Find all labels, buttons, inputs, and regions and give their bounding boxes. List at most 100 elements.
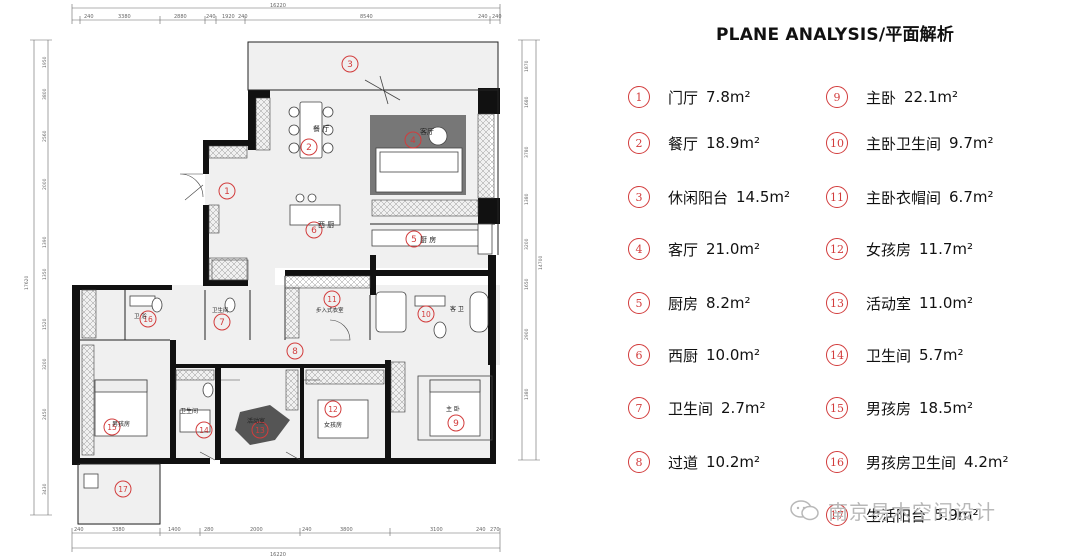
room-area: 5.9m² [934, 506, 979, 524]
room-area: 18.9m² [706, 134, 761, 152]
watermark-text: 南京易木空间设计 [828, 500, 996, 524]
plan-label-bath: 卫生间 [212, 306, 229, 314]
dim-bottom-seg: 1400 [168, 527, 181, 533]
room-name: 过道 [668, 453, 699, 472]
plan-label-boy: 男孩房 [112, 420, 130, 428]
room-area: 9.7m² [949, 134, 994, 152]
room-entry: 17 生活阳台 5.9m² [826, 500, 979, 530]
plan-label-activity: 活动室 [247, 417, 265, 425]
furniture [83, 75, 493, 489]
marker-10: 10 [421, 310, 431, 319]
room-area: 11.0m² [919, 294, 974, 312]
dim-bottom-seg: 280 [204, 527, 214, 533]
dim-left-seg: 3430 [42, 483, 48, 495]
dim-right-seg: 1650 [524, 278, 530, 290]
dim-left-total: 17620 [24, 276, 30, 290]
marker-2: 2 [306, 143, 312, 153]
room-number: 14 [826, 344, 848, 366]
marker-14: 14 [199, 426, 209, 435]
room-area: 10.0m² [706, 346, 761, 364]
dim-top-seg: 240 [492, 14, 502, 20]
room-number: 4 [628, 238, 650, 260]
room-name: 男孩房 [866, 399, 912, 418]
cabinets [81, 97, 495, 456]
marker-5: 5 [411, 235, 417, 245]
plan-label-girl: 女孩房 [324, 421, 342, 429]
dim-top-total: 16220 [270, 3, 286, 9]
marker-1: 1 [224, 187, 230, 197]
room-name: 卫生间 [668, 399, 714, 418]
dim-bottom-seg: 240 [302, 527, 312, 533]
room-area: 18.5m² [919, 399, 974, 417]
dim-right-seg: 1380 [524, 388, 530, 400]
room-entry: 4 客厅 21.0m² [628, 234, 760, 264]
dim-left-seg: 3200 [42, 358, 48, 370]
room-name: 客厅 [668, 240, 699, 259]
room-name: 主卧衣帽间 [866, 188, 942, 207]
plan-label-master: 主 卧 [446, 405, 460, 413]
marker-15: 15 [107, 423, 117, 432]
room-area: 14.5m² [736, 188, 791, 206]
dim-left-seg: 2450 [42, 408, 48, 420]
room-number: 1 [628, 86, 650, 108]
dim-bottom-seg: 3800 [340, 527, 353, 533]
plan-label-dining: 餐 厅 [313, 124, 329, 133]
plan-label-kitchen: 厨 房 [420, 235, 436, 244]
room-area: 2.7m² [721, 399, 766, 417]
room-area: 4.2m² [964, 453, 1009, 471]
room-number: 6 [628, 344, 650, 366]
dim-bottom-seg: 240 [476, 527, 486, 533]
marker-3: 3 [347, 60, 353, 70]
room-area: 10.2m² [706, 453, 761, 471]
room-area: 21.0m² [706, 240, 761, 258]
dim-left-seg: 3800 [42, 88, 48, 100]
dim-right-seg: 1870 [524, 60, 530, 72]
wechat-icon [790, 499, 819, 520]
room-area: 6.7m² [949, 188, 994, 206]
dim-bottom-seg: 3100 [430, 527, 443, 533]
room-area: 8.2m² [706, 294, 751, 312]
room-name: 活动室 [866, 294, 912, 313]
room-number: 15 [826, 397, 848, 419]
plan-label-living: 客厅 [420, 127, 434, 136]
walls [72, 88, 500, 465]
marker-17: 17 [118, 485, 128, 494]
dim-left-seg: 2560 [42, 130, 48, 142]
floor-plan: 16220 240 3380 2880 240 1920 240 8540 24… [24, 3, 544, 557]
dim-left-seg: 1950 [42, 56, 48, 68]
marker-4: 4 [410, 136, 416, 146]
marker-12: 12 [328, 405, 338, 414]
room-name: 西厨 [668, 346, 699, 365]
dim-top-seg: 240 [84, 14, 94, 20]
dimension-top [71, 4, 501, 24]
dim-top-seg: 240 [238, 14, 248, 20]
room-entry: 15 男孩房 18.5m² [826, 393, 973, 423]
room-name: 主卧 [866, 88, 897, 107]
room-name: 生活阳台 [866, 506, 927, 525]
analysis-panel: PLANE ANALYSIS/平面解析 [600, 0, 1080, 557]
room-area: 7.8m² [706, 88, 751, 106]
dim-right-seg: 2900 [524, 328, 530, 340]
plan-label-bath-small: 卫 浴 [134, 312, 147, 320]
dim-top-seg: 240 [206, 14, 216, 20]
watermark: 南京易木空间设计 [790, 496, 996, 525]
room-markers [103, 55, 465, 498]
room-number: 17 [826, 504, 848, 526]
room-number: 11 [826, 186, 848, 208]
room-area: 11.7m² [919, 240, 974, 258]
room-name: 休闲阳台 [668, 188, 729, 207]
marker-16: 16 [143, 315, 153, 324]
marker-11: 11 [327, 295, 337, 304]
dim-top-seg: 8540 [360, 14, 373, 20]
dim-top-seg: 240 [478, 14, 488, 20]
marker-8: 8 [292, 347, 298, 357]
